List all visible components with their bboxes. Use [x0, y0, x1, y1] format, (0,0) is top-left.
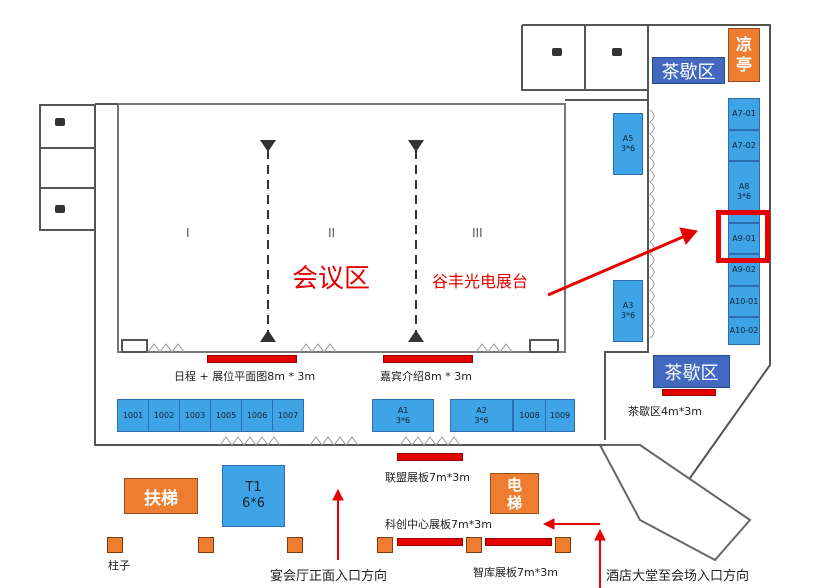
tea-board: [662, 389, 716, 396]
pillar: [466, 537, 482, 553]
main-entrance-label: 宴会厅正面入口方向: [270, 569, 388, 584]
booth-a10-01[interactable]: A10-01: [728, 286, 760, 317]
booth-1002[interactable]: 1002: [148, 399, 180, 432]
room-2: II: [328, 226, 336, 240]
booth-1006[interactable]: 1006: [241, 399, 273, 432]
guests-board: [383, 355, 473, 363]
pavilion: 凉 亭: [728, 28, 760, 82]
alliance-board-label: 联盟展板7m*3m: [385, 471, 470, 484]
booth-a2[interactable]: A2 3*6: [450, 399, 513, 432]
pillar: [377, 537, 393, 553]
highlight-box: [716, 210, 770, 263]
booth-1003[interactable]: 1003: [179, 399, 211, 432]
pillar: [198, 537, 214, 553]
booth-1008[interactable]: 1008: [513, 399, 546, 432]
booth-a1[interactable]: A1 3*6: [372, 399, 434, 432]
room-1: I: [186, 226, 190, 240]
booth-a7-01[interactable]: A7-01: [728, 98, 760, 130]
booth-a3[interactable]: A3 3*6: [613, 280, 643, 342]
booth-a7-02[interactable]: A7-02: [728, 130, 760, 161]
pillar: [555, 537, 571, 553]
hotel-entrance-label: 酒店大堂至会场入口方向: [606, 569, 750, 584]
schedule-board: [207, 355, 297, 363]
booth-1007[interactable]: 1007: [272, 399, 304, 432]
room-3: III: [472, 226, 483, 240]
alliance-board: [397, 453, 463, 461]
innovation-board: [397, 538, 463, 546]
schedule-board-label: 日程 + 展位平面图8m * 3m: [174, 370, 316, 383]
booth-1005[interactable]: 1005: [210, 399, 242, 432]
think-tank-board: [485, 538, 552, 546]
tea-area-bottom: 茶歇区: [653, 355, 730, 388]
booth-1009[interactable]: 1009: [545, 399, 575, 432]
tea-board-label: 茶歇区4m*3m: [628, 405, 702, 418]
pillar: [287, 537, 303, 553]
booth-t1[interactable]: T1 6*6: [222, 465, 285, 527]
pillar-label: 柱子: [108, 559, 130, 572]
elevator: 电 梯: [490, 473, 539, 514]
booth-a5[interactable]: A5 3*6: [613, 113, 643, 175]
think-tank-board-label: 智库展板7m*3m: [473, 566, 558, 579]
booth-a10-02[interactable]: A10-02: [728, 317, 760, 345]
escalator: 扶梯: [124, 478, 198, 514]
highlight-label: 谷丰光电展台: [432, 272, 529, 291]
innovation-board-label: 科创中心展板7m*3m: [385, 518, 492, 531]
tea-area-top: 茶歇区: [652, 57, 725, 84]
booth-a9-01[interactable]: A9-01: [728, 223, 760, 254]
guests-board-label: 嘉宾介绍8m * 3m: [380, 370, 472, 383]
pillar: [107, 537, 123, 553]
booth-1001[interactable]: 1001: [117, 399, 149, 432]
zone-title: 会议区: [292, 264, 371, 294]
